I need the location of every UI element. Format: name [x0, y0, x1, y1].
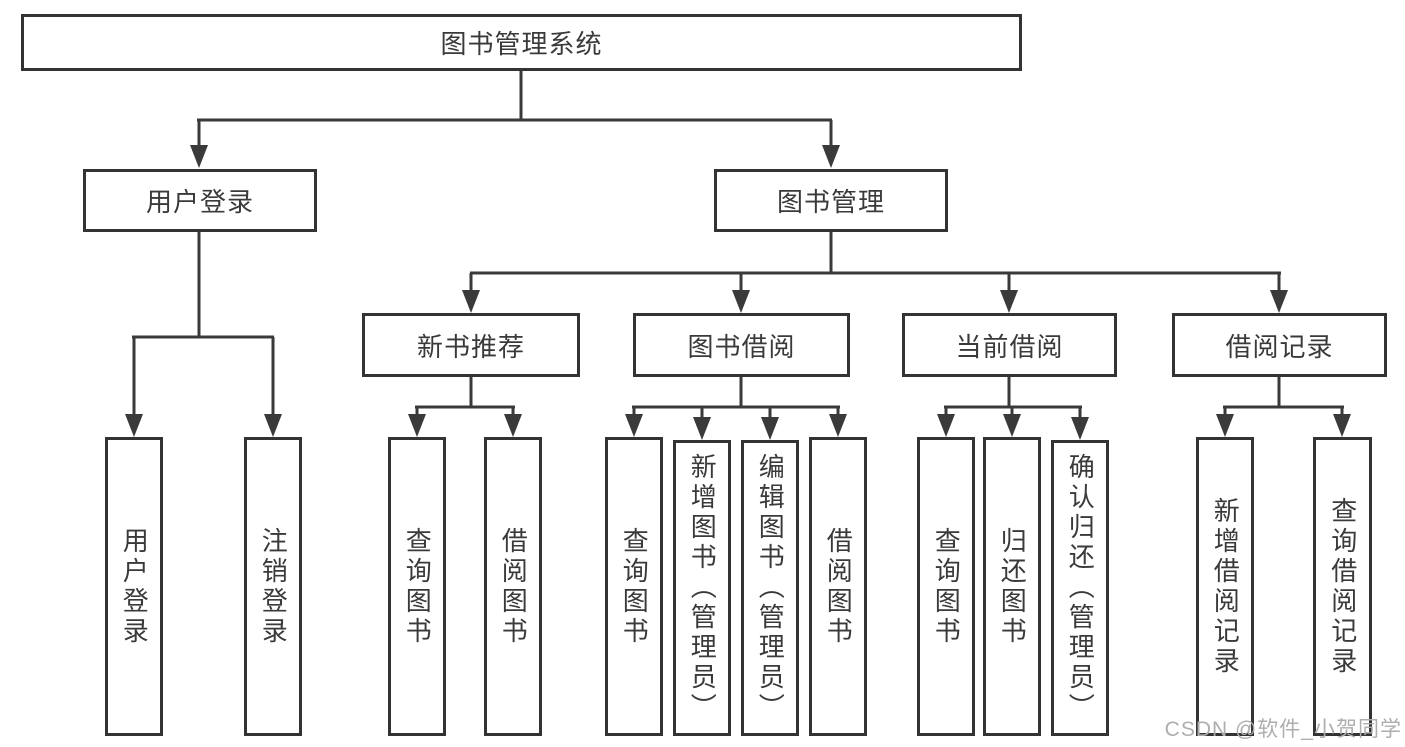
- arrowhead-down-icon: [408, 414, 426, 437]
- leaf-query-borrow-record: 查询借阅记录: [1313, 437, 1372, 736]
- arrowhead-down-icon: [1071, 417, 1089, 440]
- leaf-return-books: 归还图书: [983, 437, 1041, 736]
- arrowhead-down-icon: [937, 414, 955, 437]
- leaf-query-books-borrow: 查询图书: [605, 437, 663, 736]
- node-label: 图书管理系统: [440, 29, 603, 59]
- node-label: 新书推荐: [416, 331, 525, 362]
- arrowhead-down-icon: [462, 290, 480, 313]
- arrowhead-down-icon: [1003, 414, 1021, 437]
- connector-lines: [132, 70, 1344, 433]
- node-current-borrowing: 当前借阅: [902, 313, 1117, 377]
- arrowhead-down-icon: [504, 414, 522, 437]
- arrowhead-down-icon: [1000, 290, 1018, 313]
- leaf-label: 查询图书: [402, 526, 433, 647]
- node-label: 借阅记录: [1225, 331, 1334, 362]
- csdn-watermark: CSDN @软件_小贺同学: [1164, 718, 1402, 741]
- node-book-management: 图书管理: [714, 169, 948, 232]
- arrowhead-down-icon: [822, 145, 840, 168]
- arrowhead-down-icon: [1270, 290, 1288, 313]
- arrowhead-down-icon: [1333, 414, 1351, 437]
- node-user-login: 用户登录: [83, 169, 317, 232]
- leaf-label: 用户登录: [119, 526, 150, 647]
- arrowhead-down-icon: [829, 414, 847, 437]
- node-borrowing-records: 借阅记录: [1172, 313, 1387, 377]
- leaf-label: 确认归还（管理员）: [1065, 453, 1096, 723]
- leaf-label: 编辑图书（管理员）: [755, 453, 786, 723]
- arrowhead-down-icon: [264, 414, 282, 437]
- leaf-user-login: 用户登录: [105, 437, 163, 736]
- leaf-label: 借阅图书: [823, 526, 854, 647]
- leaf-query-books-recommend: 查询图书: [388, 437, 446, 736]
- leaf-label: 归还图书: [997, 526, 1028, 647]
- leaf-add-books-admin: 新增图书（管理员）: [673, 440, 731, 736]
- leaf-borrow-books-recommend: 借阅图书: [484, 437, 542, 736]
- leaf-label: 查询图书: [619, 526, 650, 647]
- arrowhead-down-icon: [761, 417, 779, 440]
- node-label: 图书管理: [776, 187, 885, 217]
- leaf-label: 新增借阅记录: [1210, 496, 1241, 677]
- leaf-borrow-books: 借阅图书: [809, 437, 867, 736]
- node-book-borrowing: 图书借阅: [633, 313, 850, 377]
- node-new-book-recommendation: 新书推荐: [362, 313, 580, 377]
- leaf-label: 借阅图书: [498, 526, 529, 647]
- leaf-label: 注销登录: [258, 526, 289, 647]
- arrowheads: [125, 145, 1351, 440]
- leaf-query-books-current: 查询图书: [917, 437, 975, 736]
- leaf-add-borrow-record: 新增借阅记录: [1196, 437, 1254, 736]
- leaf-confirm-return-admin: 确认归还（管理员）: [1051, 440, 1109, 736]
- arrowhead-down-icon: [125, 414, 143, 437]
- node-label: 图书借阅: [687, 331, 796, 362]
- leaf-edit-books-admin: 编辑图书（管理员）: [741, 440, 799, 736]
- arrowhead-down-icon: [693, 417, 711, 440]
- leaf-label: 查询图书: [931, 526, 962, 647]
- node-library-management-system: 图书管理系统: [21, 14, 1022, 71]
- node-label: 用户登录: [145, 187, 254, 217]
- arrowhead-down-icon: [625, 414, 643, 437]
- arrowhead-down-icon: [190, 145, 208, 168]
- arrowhead-down-icon: [1216, 414, 1234, 437]
- arrowhead-down-icon: [732, 290, 750, 313]
- leaf-label: 查询借阅记录: [1327, 496, 1358, 677]
- leaf-logout: 注销登录: [244, 437, 302, 736]
- node-label: 当前借阅: [955, 331, 1064, 362]
- leaf-label: 新增图书（管理员）: [687, 453, 718, 723]
